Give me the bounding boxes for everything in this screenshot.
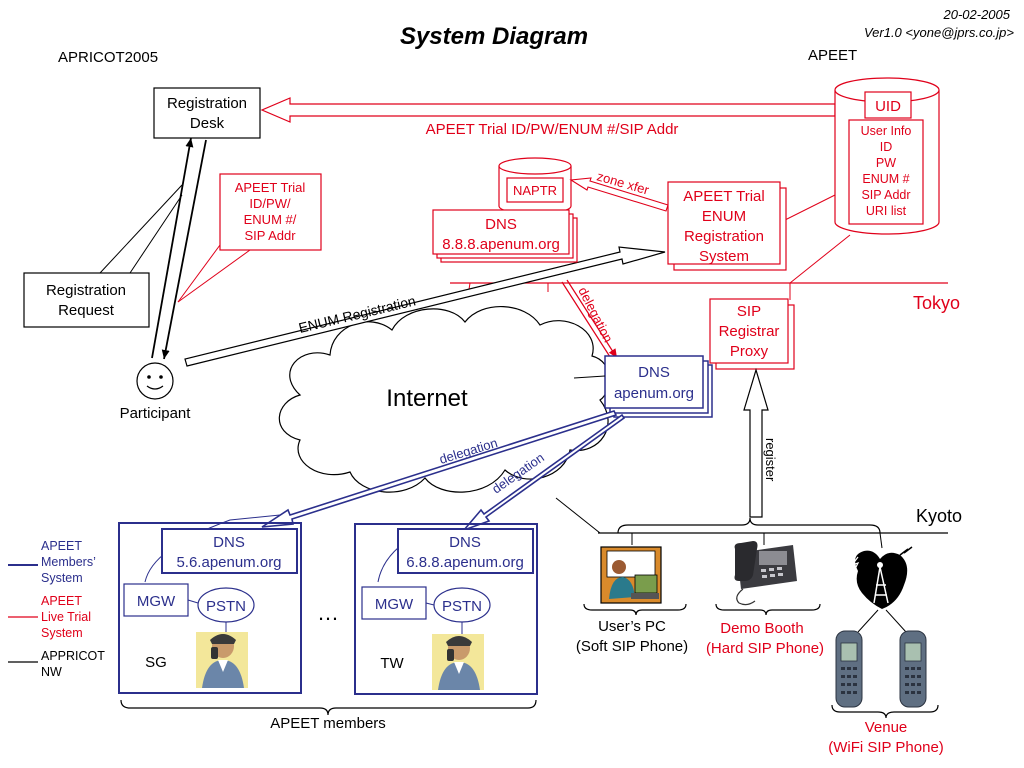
member-system-tw: DNS 6.8.8.apenum.org MGW PSTN TW: [354, 523, 538, 695]
registration-desk-label: Registration: [167, 95, 247, 112]
sip-proxy-label: Proxy: [730, 343, 769, 360]
registration-request-label: Registration: [46, 282, 126, 299]
red-delegation-arrow: [566, 279, 618, 359]
user-info-line: ID: [880, 140, 893, 154]
internet-label: Internet: [386, 385, 468, 412]
legend: APEET Members’ System APEET Live Trial S…: [8, 539, 105, 679]
naptr-label: NAPTR: [513, 183, 557, 198]
registration-desk-box: [153, 87, 261, 139]
users-pc-label: (Soft SIP Phone): [576, 638, 688, 655]
pstn-sg-label: PSTN: [206, 598, 246, 615]
participant-to-desk-arrow: [151, 137, 194, 359]
mobile-phone-icon: [835, 630, 863, 708]
trial-info-line: ENUM #/: [244, 212, 297, 227]
tw-label: TW: [380, 655, 404, 672]
dns-tw-label: DNS: [449, 534, 481, 551]
user-info-line: User Info: [861, 124, 912, 138]
user-info-database: UID User Info ID PW ENUM # SIP Addr URI …: [834, 77, 940, 235]
apeet-label: APEET: [808, 47, 857, 64]
user-info-line: ENUM #: [862, 172, 909, 186]
trial-info-line: SIP Addr: [244, 228, 296, 243]
enum-system-label: ENUM: [702, 208, 746, 225]
sg-label: SG: [145, 654, 167, 671]
user-info-line: SIP Addr: [861, 188, 910, 202]
legend-text: Members’: [41, 555, 96, 569]
smiley-face-icon: [136, 362, 174, 400]
enum-system-label: APEET Trial: [683, 188, 764, 205]
internet-cloud: Internet: [278, 306, 610, 493]
legend-text: NW: [41, 665, 62, 679]
user-info-line: URI list: [866, 204, 907, 218]
mobile-phone-icon: [899, 630, 927, 708]
register-label: register: [763, 438, 778, 482]
legend-text: System: [41, 626, 83, 640]
apricot-label: APRICOT2005: [58, 49, 158, 66]
page-title: System Diagram: [400, 23, 588, 50]
dns-sg-label: DNS: [213, 534, 245, 551]
user-info-line: PW: [876, 156, 896, 170]
sip-proxy-label: SIP: [737, 303, 761, 320]
enum-system-label: System: [699, 248, 749, 265]
phone-caller-icon: [196, 632, 248, 688]
dns-tokyo-label: 8.8.8.apenum.org: [442, 236, 560, 253]
desk-phone-icon: [734, 541, 797, 606]
blue-delegation-arrows: [261, 410, 626, 532]
venue-label: Venue: [865, 719, 908, 736]
tokyo-label: Tokyo: [913, 293, 960, 313]
dns-apenum-label: apenum.org: [614, 385, 694, 402]
mgw-sg-label: MGW: [137, 593, 176, 610]
registration-desk-label: Desk: [190, 115, 225, 132]
demo-booth-label: Demo Booth: [720, 620, 803, 637]
dns-tokyo-stack: DNS 8.8.8.apenum.org: [432, 209, 578, 263]
venue-label: (WiFi SIP Phone): [828, 739, 944, 756]
user-info-box: [848, 119, 924, 225]
trial-info-callout: [219, 173, 322, 251]
legend-text: APEET: [41, 594, 82, 608]
dns-tw-label: 6.8.8.apenum.org: [406, 554, 524, 571]
dns-apenum-label: DNS: [638, 364, 670, 381]
members-label: APEET members: [270, 715, 386, 732]
demo-booth-label: (Hard SIP Phone): [706, 640, 824, 657]
members-brace: [120, 699, 537, 716]
trial-info-arrow: APEET Trial ID/PW/ENUM #/SIP Addr: [260, 97, 836, 138]
sip-registrar-proxy: SIP Registrar Proxy: [709, 298, 795, 370]
mgw-tw-label: MGW: [375, 596, 414, 613]
zone-xfer-arrow: zone xfer: [569, 168, 669, 212]
enum-registration-system: APEET Trial ENUM Registration System: [667, 181, 787, 271]
member-system-sg: DNS 5.6.apenum.org MGW PSTN SG: [118, 514, 302, 694]
legend-text: Live Trial: [41, 610, 91, 624]
register-arrow: register: [743, 367, 778, 518]
registration-request-box: [23, 272, 150, 328]
header-date: 20-02-2005: [943, 7, 1011, 22]
more-members-ellipsis: …: [317, 600, 339, 625]
trial-info-line: ID/PW/: [249, 196, 291, 211]
naptr-database: NAPTR: [498, 157, 572, 215]
participant-label: Participant: [120, 405, 192, 422]
sip-proxy-label: Registrar: [719, 323, 780, 340]
users-pc-label: User’s PC: [598, 618, 666, 635]
trial-info-line: APEET Trial: [235, 180, 306, 195]
dns-apenum-stack: DNS apenum.org: [604, 355, 713, 418]
kyoto-label: Kyoto: [916, 506, 962, 526]
desk-to-participant-arrow: [161, 139, 207, 360]
computer-user-icon: [600, 546, 662, 604]
dns-tokyo-label: DNS: [485, 216, 517, 233]
pstn-tw-label: PSTN: [442, 598, 482, 615]
legend-text: System: [41, 571, 83, 585]
legend-text: APPRICOT: [41, 649, 105, 663]
header-version: Ver1.0 <yone@jprs.co.jp>: [864, 25, 1014, 40]
dns-sg-label: 5.6.apenum.org: [176, 554, 281, 571]
enum-system-label: Registration: [684, 228, 764, 245]
trial-info-arrow-label: APEET Trial ID/PW/ENUM #/SIP Addr: [426, 121, 679, 138]
kyoto-brace: [617, 517, 881, 534]
legend-text: APEET: [41, 539, 82, 553]
phone-caller-icon: [432, 634, 484, 690]
registration-request-label: Request: [58, 302, 115, 319]
uid-box: [864, 91, 912, 119]
uid-label: UID: [875, 98, 901, 115]
wifi-antenna-icon: [850, 546, 913, 609]
